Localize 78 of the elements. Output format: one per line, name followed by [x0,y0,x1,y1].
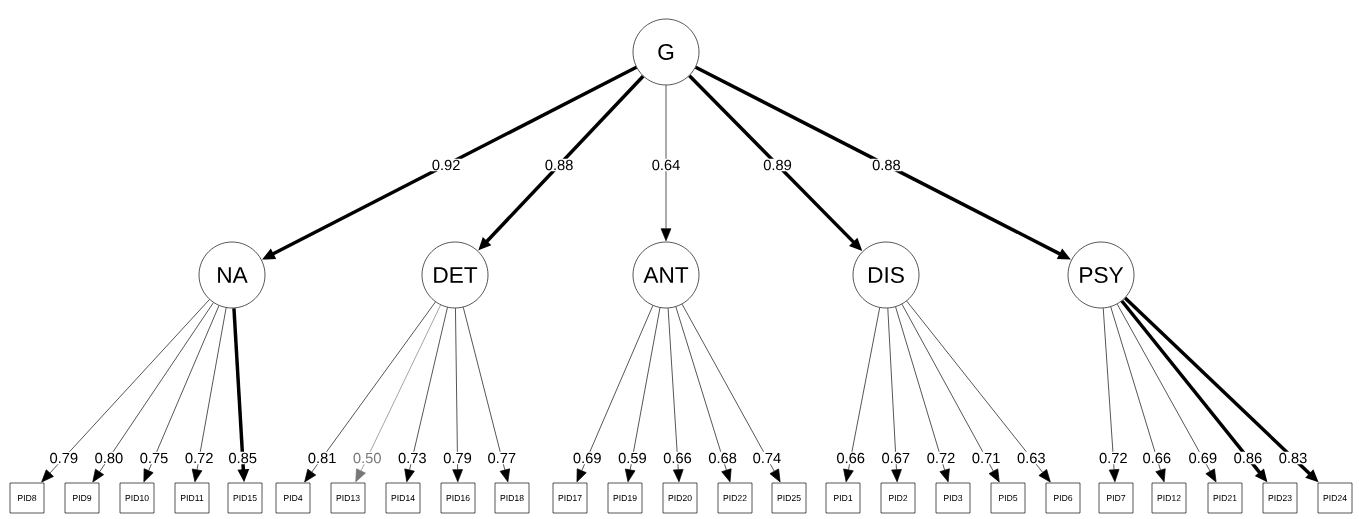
indicator-box: PID16 [440,482,476,514]
edge-label: 0.71 [970,451,1002,465]
indicator-box: PID11 [174,482,210,514]
edge-label: 0.88 [871,158,902,172]
edge-label: 0.67 [880,451,912,465]
indicator-box: PID6 [1045,482,1081,514]
edge-label: 0.73 [396,451,428,465]
edge-label: 0.63 [1015,451,1047,465]
edge-label: 0.66 [1141,451,1173,465]
arrow [843,307,881,483]
edge-label: 0.69 [571,451,603,465]
edge-label: 0.79 [442,451,473,465]
indicator-box: PID15 [227,482,263,514]
indicator-box: PID17 [552,482,588,514]
indicator-box: PID4 [275,482,311,514]
arrow [92,302,214,483]
edge-label: 0.50 [351,451,383,465]
arrow [906,300,1051,483]
indicator-box: PID13 [330,482,366,514]
arrow [576,305,654,483]
edge-label: 0.77 [486,451,518,465]
edge-label: 0.69 [1187,451,1219,465]
indicator-box: PID21 [1207,482,1243,514]
indicator-box: PID19 [607,482,643,514]
indicator-box: PID8 [9,482,45,514]
indicator-box: PID22 [717,482,753,514]
arrow [191,307,227,483]
edge-label: 0.81 [306,451,338,465]
edge-label: 0.79 [48,451,80,465]
arrow [1110,306,1166,483]
arrow [462,306,510,483]
edge-label: 0.74 [751,451,783,465]
arrow [1116,303,1217,483]
arrow [667,307,684,483]
edge-label: 0.89 [762,158,793,172]
arrow [681,303,781,483]
indicator-box: PID23 [1262,482,1298,514]
indicator-box: PID12 [1151,482,1187,514]
arrow [660,85,672,242]
edge-label: 0.59 [617,451,648,465]
edge-label: 0.72 [925,451,957,465]
indicator-box: PID24 [1317,482,1353,514]
edge-label: 0.68 [707,451,738,465]
arrow [452,308,463,483]
arrow [1102,307,1120,483]
arrow [355,304,441,483]
indicator-box: PID3 [935,482,971,514]
indicator-box: PID1 [825,482,861,514]
indicator-box: PID20 [662,482,698,514]
arrow [895,306,950,483]
arrow [41,299,210,483]
indicator-box: PID18 [494,482,530,514]
edge-label: 0.75 [138,451,170,465]
edge-label: 0.72 [183,451,215,465]
edge-label: 0.83 [1277,451,1309,465]
edge-label: 0.80 [93,451,125,465]
indicator-box: PID7 [1098,482,1134,514]
arrow [304,301,436,483]
edge-label: 0.86 [1232,451,1264,465]
arrow [143,305,220,483]
indicator-box: PID2 [880,482,916,514]
arrow [625,307,661,483]
edge-label: 0.92 [430,158,462,172]
indicator-box: PID5 [990,482,1026,514]
indicator-box: PID10 [119,482,155,514]
indicator-box: PID14 [385,482,421,514]
edge-label: 0.66 [835,451,867,465]
edge-label: 0.64 [650,158,682,172]
arrow [675,306,732,483]
edge-label: 0.66 [662,451,693,465]
edge-label: 0.72 [1097,451,1129,465]
indicator-box: PID25 [771,482,807,514]
indicator-box: PID9 [64,482,100,514]
arrow [404,307,448,483]
edge-label: 0.88 [543,158,575,172]
edge-label: 0.85 [227,451,259,465]
arrow [901,303,1000,483]
arrow [887,307,902,483]
